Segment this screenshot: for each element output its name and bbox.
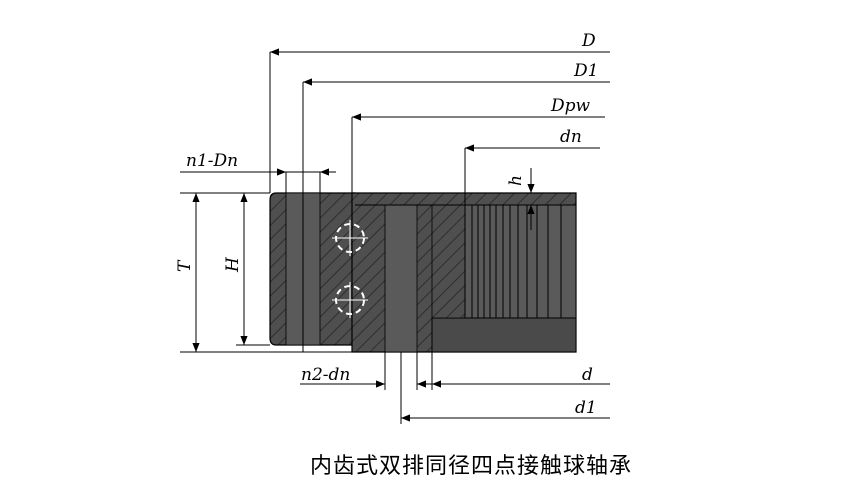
label-Dpw: Dpw <box>550 96 591 116</box>
outer-ring <box>269 192 356 346</box>
label-T: T <box>175 259 195 272</box>
label-d1: d1 <box>575 398 597 418</box>
gear-teeth <box>464 204 577 319</box>
label-D: D <box>581 31 596 51</box>
dimension-lines <box>180 48 610 424</box>
label-D1: D1 <box>573 61 598 81</box>
label-dn: dn <box>560 127 582 147</box>
figure-caption: 内齿式双排同径四点接触球轴承 <box>309 454 632 479</box>
label-n2-dn: n2-dn <box>301 365 350 385</box>
label-n1-Dn: n1-Dn <box>186 151 238 171</box>
label-d: d <box>582 365 593 385</box>
label-H: H <box>223 256 243 273</box>
label-h: h <box>506 175 526 186</box>
